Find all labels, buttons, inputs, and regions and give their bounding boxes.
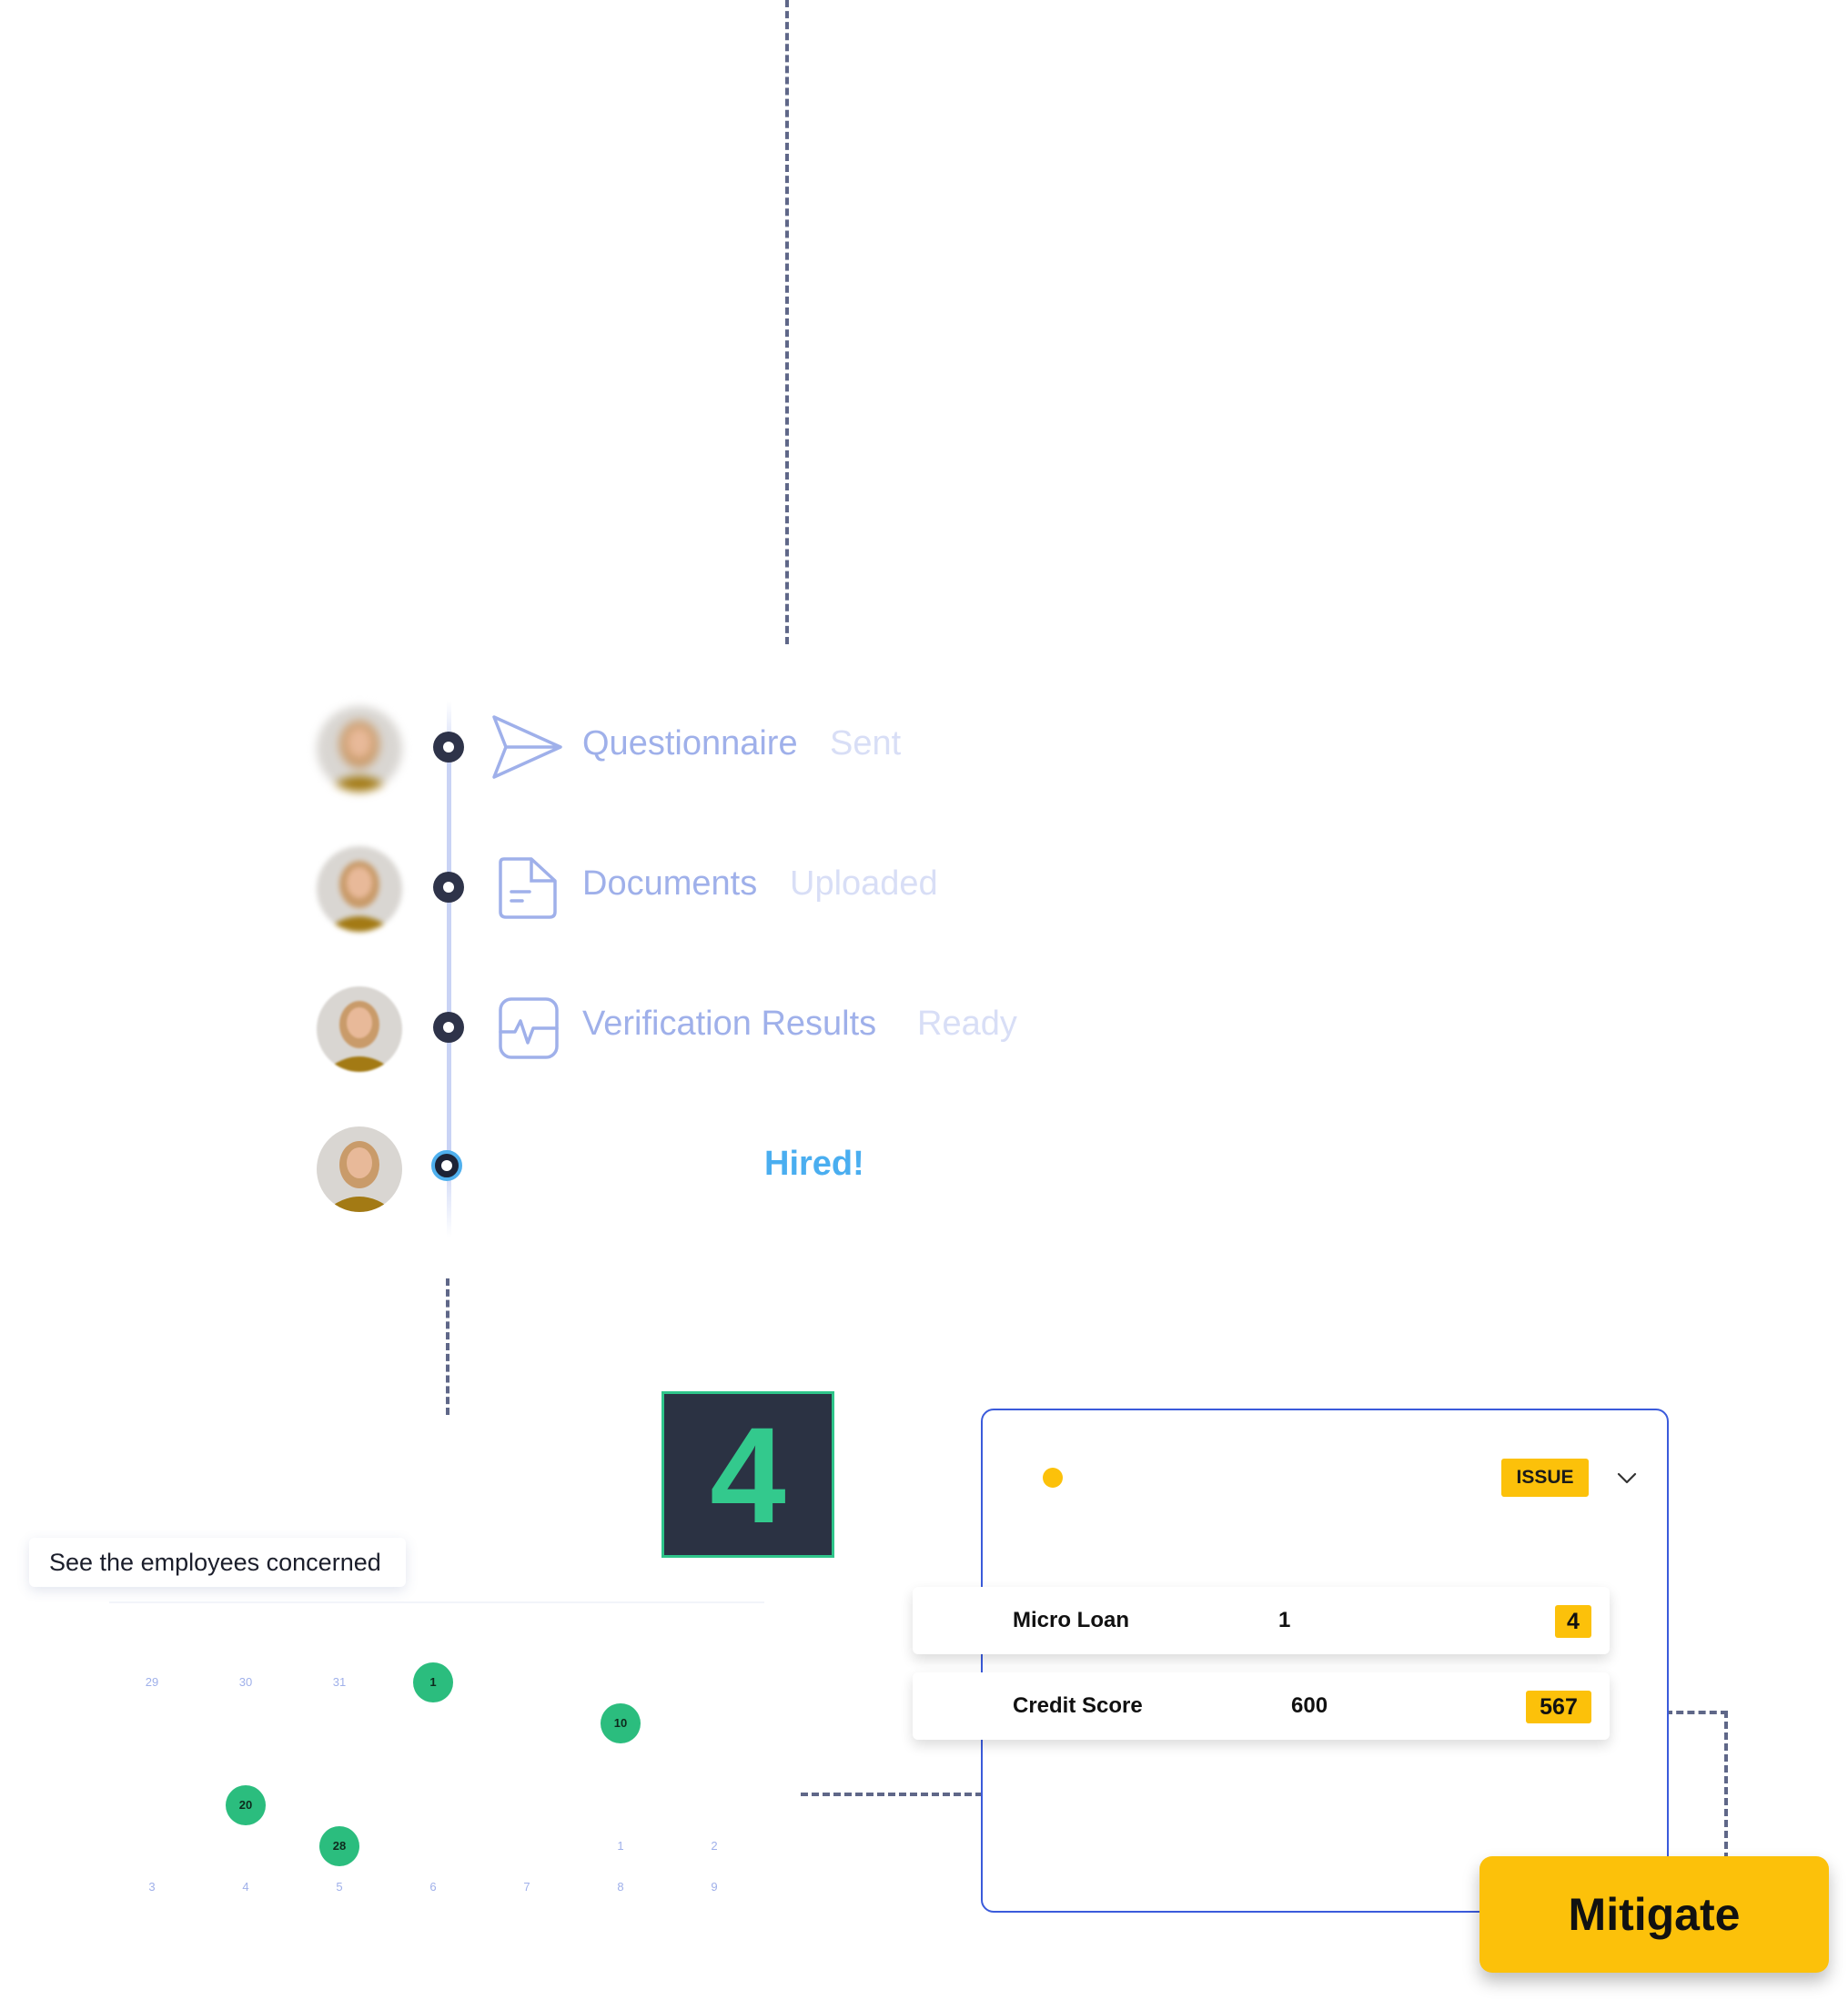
calendar-divider	[109, 1601, 764, 1603]
calendar-day[interactable]: 6	[429, 1880, 437, 1894]
calendar-day[interactable]: 5	[336, 1880, 343, 1894]
calendar-day-highlighted[interactable]: 10	[601, 1703, 641, 1743]
avatar	[317, 986, 402, 1072]
connector-calendar-card	[801, 1793, 983, 1796]
connector-card-mitigate	[1665, 1711, 1728, 1860]
timeline-dot	[433, 872, 464, 903]
issue-badge: ISSUE	[1501, 1459, 1589, 1497]
calendar-day[interactable]: 4	[242, 1880, 249, 1894]
calendar-day-highlighted[interactable]: 1	[413, 1662, 453, 1702]
step-label-documents: Documents	[582, 864, 758, 903]
connector-top	[785, 0, 789, 644]
calendar-day[interactable]: 3	[148, 1880, 156, 1894]
activity-icon	[491, 995, 564, 1061]
calendar-day[interactable]: 7	[523, 1880, 530, 1894]
row-label: Credit Score	[1013, 1693, 1143, 1718]
calendar-day[interactable]: 30	[238, 1675, 253, 1689]
calendar-day[interactable]: 2	[711, 1839, 718, 1853]
step-status-ready: Ready	[917, 1005, 1017, 1043]
calendar-day[interactable]: 1	[617, 1839, 624, 1853]
step-status-uploaded: Uploaded	[790, 864, 938, 903]
status-dot	[1043, 1468, 1063, 1488]
paper-plane-icon	[491, 714, 564, 780]
mitigate-button[interactable]: Mitigate	[1479, 1856, 1829, 1973]
timeline-dot-active	[431, 1150, 462, 1181]
timeline-dot	[433, 1012, 464, 1043]
step-number: 4	[661, 1391, 834, 1558]
calendar-day-highlighted[interactable]: 28	[319, 1826, 359, 1866]
calendar-day[interactable]: 8	[617, 1880, 624, 1894]
timeline-line	[447, 701, 451, 1237]
step-label-questionnaire: Questionnaire	[582, 724, 798, 763]
table-row[interactable]: Micro Loan 1 4	[913, 1587, 1610, 1654]
timeline-dot	[433, 732, 464, 763]
calendar-day[interactable]: 9	[711, 1880, 718, 1894]
table-row[interactable]: Credit Score 600 567	[913, 1672, 1610, 1740]
row-badge: 4	[1555, 1605, 1591, 1638]
row-label: Micro Loan	[1013, 1608, 1130, 1632]
row-value: 1	[1278, 1608, 1291, 1632]
avatar	[317, 846, 402, 932]
chevron-down-icon[interactable]	[1616, 1467, 1638, 1489]
document-icon	[491, 855, 564, 921]
calendar-day[interactable]: 31	[332, 1675, 347, 1689]
step-label-verification: Verification Results	[582, 1005, 877, 1043]
see-employees-tooltip[interactable]: See the employees concerned	[29, 1538, 406, 1587]
connector-middle	[446, 1278, 449, 1415]
avatar	[317, 706, 402, 792]
calendar-day-highlighted[interactable]: 20	[226, 1785, 266, 1825]
avatar	[317, 1126, 402, 1212]
step-status-sent: Sent	[830, 724, 902, 763]
calendar-day[interactable]: 29	[145, 1675, 159, 1689]
hired-label: Hired!	[764, 1145, 864, 1183]
row-value: 600	[1291, 1693, 1328, 1718]
row-badge: 567	[1526, 1691, 1591, 1723]
